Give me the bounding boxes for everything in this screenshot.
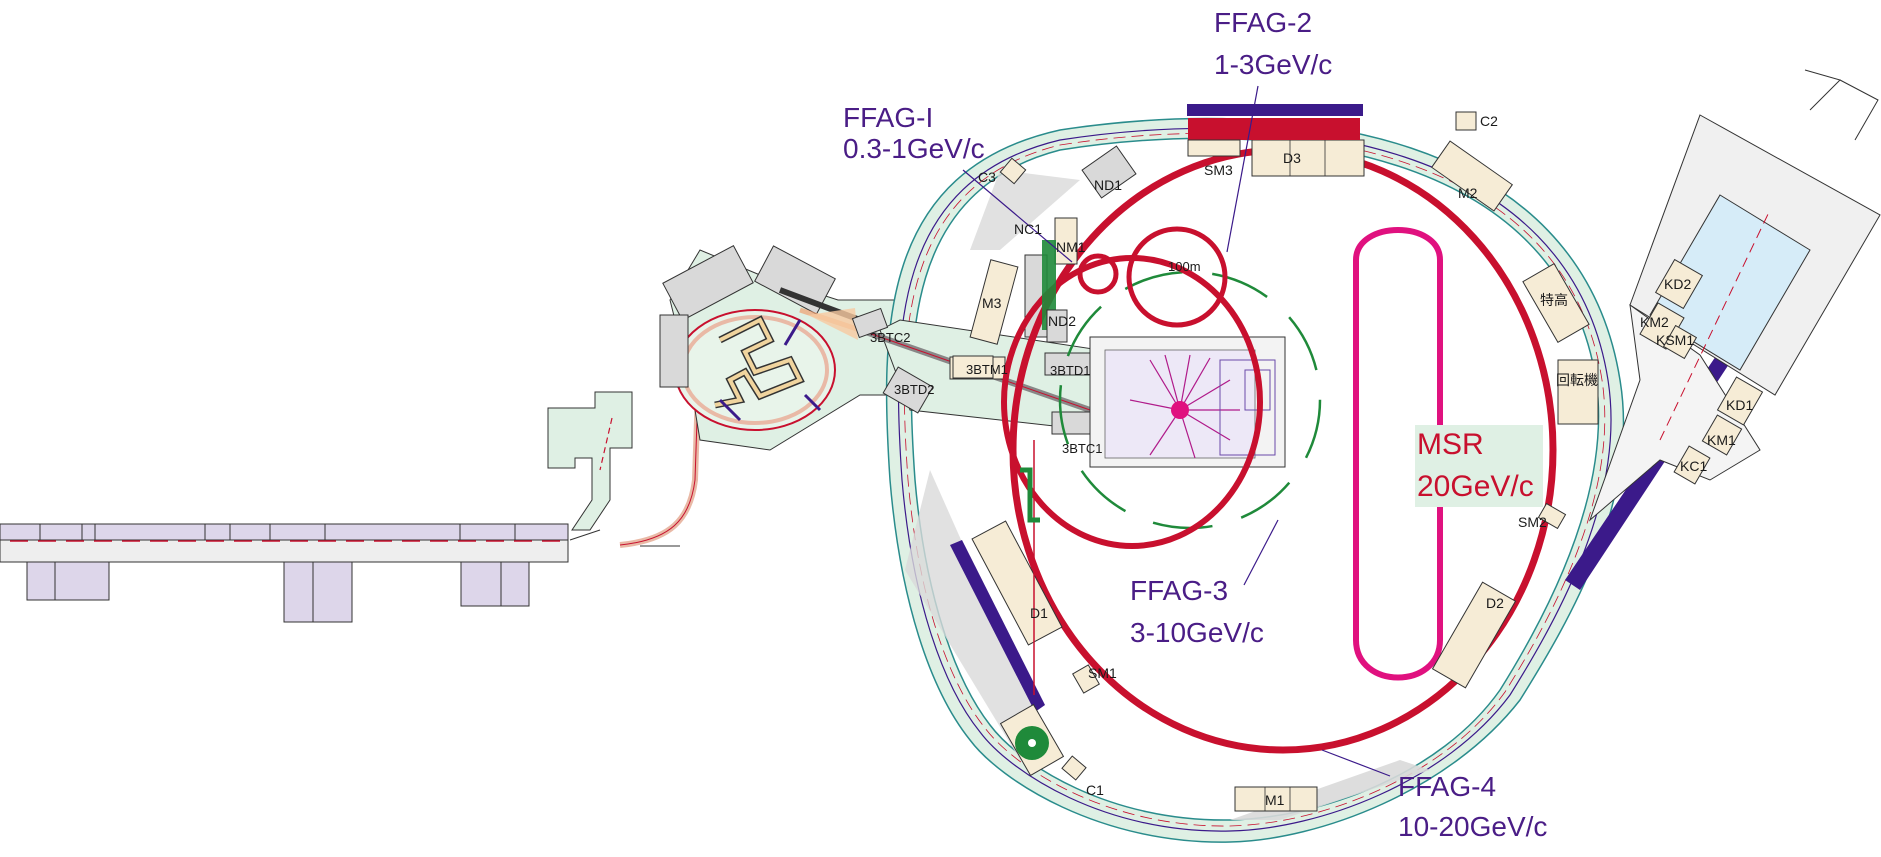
label-d3: D3 xyxy=(1283,150,1301,166)
linac-beamline xyxy=(0,329,703,623)
ffag3-name: FFAG-3 xyxy=(1130,575,1228,606)
label-m3: M3 xyxy=(982,295,1002,311)
label-c1: C1 xyxy=(1086,782,1104,798)
label-tokko: 特高 xyxy=(1540,292,1568,308)
ffag3-label: FFAG-3 3-10GeV/c xyxy=(1130,575,1264,648)
label-3btd2: 3BTD2 xyxy=(894,382,934,397)
ffag4-name: FFAG-4 xyxy=(1398,771,1496,802)
ffag1-label: FFAG-I 0.3-1GeV/c xyxy=(843,102,985,164)
label-kaitenki: 回転機 xyxy=(1556,372,1598,388)
label-sm2: SM2 xyxy=(1518,514,1547,530)
scale-label: 100m xyxy=(1168,259,1201,274)
ffag2-name: FFAG-2 xyxy=(1214,7,1312,38)
msr-energy: 20GeV/c xyxy=(1417,470,1534,503)
ffag4-energy: 10-20GeV/c xyxy=(1398,811,1547,842)
ffag1-area xyxy=(659,245,906,451)
label-3btd1: 3BTD1 xyxy=(1050,363,1090,378)
label-3btc1: 3BTC1 xyxy=(1062,441,1102,456)
msr-label-bg xyxy=(1415,425,1543,507)
label-km2: KM2 xyxy=(1640,314,1669,330)
label-nm1: NM1 xyxy=(1056,239,1086,255)
label-nc1: NC1 xyxy=(1014,221,1042,237)
component-labels: C1 C2 C3 M1 M2 M3 D1 D2 D3 SM1 SM2 SM3 N… xyxy=(870,113,1753,808)
label-3btc2: 3BTC2 xyxy=(870,330,910,345)
ffag1-name: FFAG-I xyxy=(843,102,933,133)
extraction-building xyxy=(1588,69,1881,522)
label-kd1: KD1 xyxy=(1726,397,1753,413)
msr-label: MSR 20GeV/c xyxy=(1417,428,1534,503)
ring-ffag2 xyxy=(1126,226,1228,328)
label-kd2: KD2 xyxy=(1664,276,1691,292)
ffag4-label: FFAG-4 10-20GeV/c xyxy=(1398,771,1547,842)
label-ksm1: KSM1 xyxy=(1656,332,1694,348)
label-d1: D1 xyxy=(1030,605,1048,621)
label-sm1: SM1 xyxy=(1088,665,1117,681)
label-m2: M2 xyxy=(1458,185,1478,201)
label-m1: M1 xyxy=(1265,792,1285,808)
ffag1-energy: 0.3-1GeV/c xyxy=(843,133,985,164)
leader-lines xyxy=(962,85,1391,777)
label-km1: KM1 xyxy=(1707,432,1736,448)
label-nd2: ND2 xyxy=(1048,313,1076,329)
label-kc1: KC1 xyxy=(1680,458,1707,474)
label-c2: C2 xyxy=(1480,113,1498,129)
label-sm3: SM3 xyxy=(1204,162,1233,178)
msr-track xyxy=(1353,227,1443,681)
msr-name: MSR xyxy=(1417,428,1484,461)
label-nd1: ND1 xyxy=(1094,177,1122,193)
label-d2: D2 xyxy=(1486,595,1504,611)
ffag2-energy: 1-3GeV/c xyxy=(1214,49,1332,80)
label-c3: C3 xyxy=(978,169,996,185)
component-boxes xyxy=(952,111,1599,812)
ffag3-energy: 3-10GeV/c xyxy=(1130,617,1264,648)
ring-ffag1 xyxy=(1077,253,1119,295)
label-3btm1: 3BTM1 xyxy=(966,362,1008,377)
ffag2-label: FFAG-2 1-3GeV/c xyxy=(1214,7,1332,80)
